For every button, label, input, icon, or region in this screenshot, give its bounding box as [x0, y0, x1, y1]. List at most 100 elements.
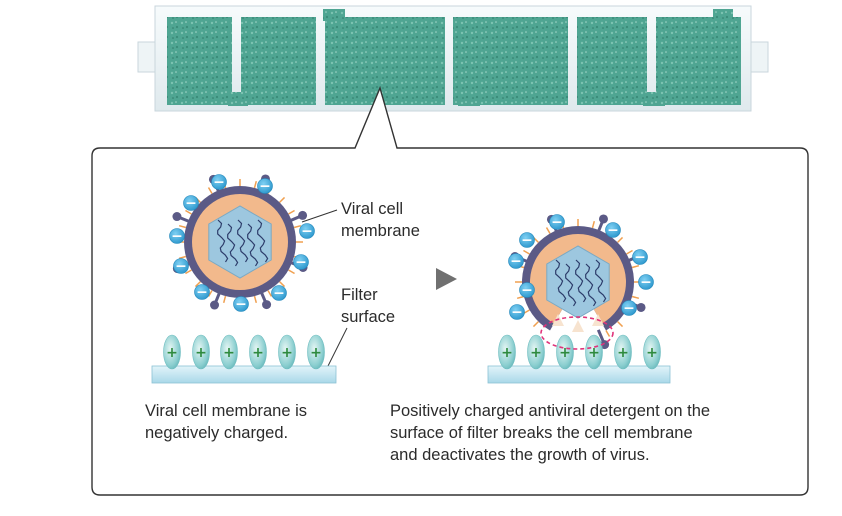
negative-charge-symbol: −	[607, 223, 619, 239]
negative-charge-symbol: −	[273, 286, 285, 302]
negative-charge-symbol: −	[196, 285, 208, 301]
positive-charge: +	[585, 334, 603, 370]
positive-charge-symbol: +	[252, 345, 264, 361]
negative-charge-symbol: −	[301, 224, 313, 240]
viral-rna-strand	[575, 259, 587, 303]
filter-panel	[167, 17, 232, 105]
virus-hair	[605, 330, 611, 337]
filter-panel	[577, 17, 647, 105]
virus-spike-head	[172, 212, 182, 222]
viral-rna-strand	[237, 219, 249, 263]
negative-charge: −	[271, 285, 287, 302]
virus-hair	[631, 295, 640, 300]
viral-rna-strand	[555, 259, 567, 303]
filter-tab-left	[137, 41, 156, 73]
virus-hair	[194, 281, 201, 288]
positive-charge: +	[249, 334, 267, 370]
viral-rna-strand	[227, 223, 239, 267]
positive-charge-symbol: +	[530, 345, 542, 361]
negative-charge-symbol: −	[295, 255, 307, 271]
filter-notch	[228, 92, 248, 106]
air-filter-cartridge	[137, 5, 769, 112]
positive-charge-symbol: +	[310, 345, 322, 361]
virus-hair	[207, 187, 213, 194]
caption-right: Positively charged antiviral detergent o…	[390, 402, 711, 464]
negative-charge-symbol: −	[510, 254, 522, 270]
positive-charge: +	[614, 334, 632, 370]
virus-spike-head	[210, 300, 220, 310]
virus-hair	[222, 295, 227, 304]
virus-hair	[591, 220, 596, 229]
negative-charge: −	[621, 300, 637, 317]
virus-hair	[207, 290, 213, 297]
positive-charge: +	[163, 334, 181, 370]
negative-charge: −	[638, 274, 654, 291]
caption-left: Viral cell membrane is negatively charge…	[145, 402, 308, 442]
negative-charge-symbol: −	[640, 275, 652, 291]
virus-hair	[631, 264, 640, 269]
negative-charge: −	[194, 284, 210, 301]
negative-charge: −	[509, 304, 525, 321]
virus-spike-head	[598, 214, 608, 224]
positive-charge: +	[527, 334, 545, 370]
filter-panel	[453, 17, 568, 105]
positive-charge-symbol: +	[501, 345, 513, 361]
positive-charge-symbol: +	[646, 345, 658, 361]
filter-notch	[713, 9, 733, 21]
negative-charge: −	[632, 249, 648, 266]
rupture-highlight	[540, 316, 614, 350]
viral-rna-strand	[595, 259, 607, 303]
negative-charge: −	[605, 222, 621, 239]
positive-charge-symbol: +	[617, 345, 629, 361]
negative-charge-symbol: −	[175, 259, 187, 275]
negative-charge-symbol: −	[235, 297, 247, 313]
negative-charge: −	[519, 282, 535, 299]
virus-spike-head	[262, 300, 272, 310]
negative-charge-symbol: −	[213, 175, 225, 191]
viral-rna-strand	[585, 263, 597, 307]
virus-hair	[288, 269, 295, 275]
negative-charge: −	[293, 254, 309, 271]
negative-charge-symbol: −	[623, 301, 635, 317]
negative-charge-symbol: −	[185, 196, 197, 212]
virus-hair	[532, 321, 539, 328]
negative-charge: −	[173, 258, 189, 275]
virus-hair	[178, 224, 187, 229]
positive-charge-group-right: + + + + + +	[498, 334, 661, 370]
virus-hair	[178, 255, 187, 260]
filter-notch	[458, 92, 480, 106]
negative-charge-symbol: −	[521, 233, 533, 249]
virus-hair	[523, 249, 530, 255]
virus-hair	[626, 249, 633, 255]
filter-surface-bar-left	[151, 365, 337, 384]
process-arrow	[436, 268, 457, 290]
negative-charge-symbol: −	[511, 305, 523, 321]
negative-charge: −	[183, 195, 199, 212]
virus-hair	[516, 295, 525, 300]
viral-membrane-label: Viral cell membrane	[341, 200, 420, 240]
negative-charge: −	[508, 253, 524, 270]
negative-charge: −	[549, 214, 565, 231]
positive-charge: +	[556, 334, 574, 370]
filter-notch	[643, 92, 665, 106]
negative-charge-symbol: −	[551, 215, 563, 231]
membrane-fragment	[572, 320, 584, 332]
positive-charge: +	[192, 334, 210, 370]
virus-spike-head	[636, 302, 646, 312]
virus-hair	[279, 281, 286, 288]
negative-charge: −	[169, 228, 185, 245]
positive-charge-symbol: +	[559, 345, 571, 361]
filter-surface-label: Filter surface	[341, 286, 396, 326]
viral-rna-strand	[247, 223, 259, 267]
filter-tab-right	[750, 41, 769, 73]
virus-hair	[617, 321, 624, 328]
virus-intact: −−−−−−−−−−	[169, 174, 315, 313]
viral-rna-strand	[565, 263, 577, 307]
filter-panel	[241, 17, 316, 105]
filter-surface-bar-right	[487, 365, 671, 384]
virus-hair	[545, 227, 551, 234]
negative-charge-symbol: −	[521, 283, 533, 299]
positive-charge-symbol: +	[588, 345, 600, 361]
negative-charge: −	[257, 178, 273, 195]
negative-charge: −	[233, 296, 249, 313]
